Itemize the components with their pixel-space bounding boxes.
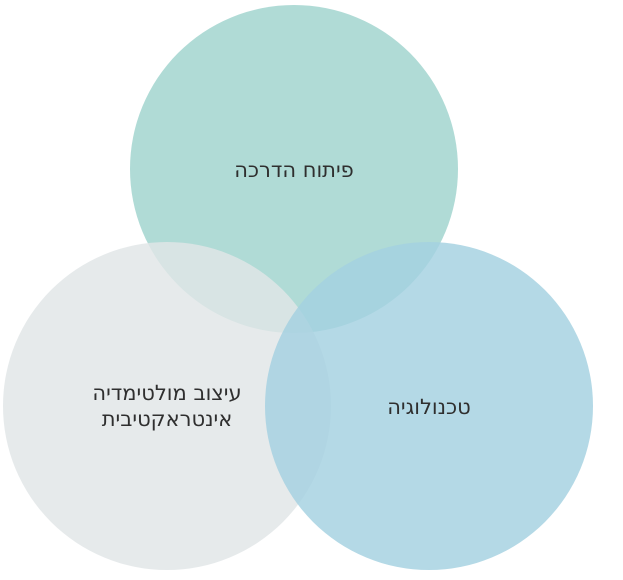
label-technology: טכנולוגיה [387,395,471,419]
label-training-development: פיתוח הדרכה [234,158,354,182]
label-multimedia-line-2: אינטראקטיבית [102,407,233,431]
label-multimedia-line-1: עיצוב מולטימדיה [92,381,241,405]
circle-technology [265,242,593,570]
circle-interactive-multimedia-design [3,242,331,570]
